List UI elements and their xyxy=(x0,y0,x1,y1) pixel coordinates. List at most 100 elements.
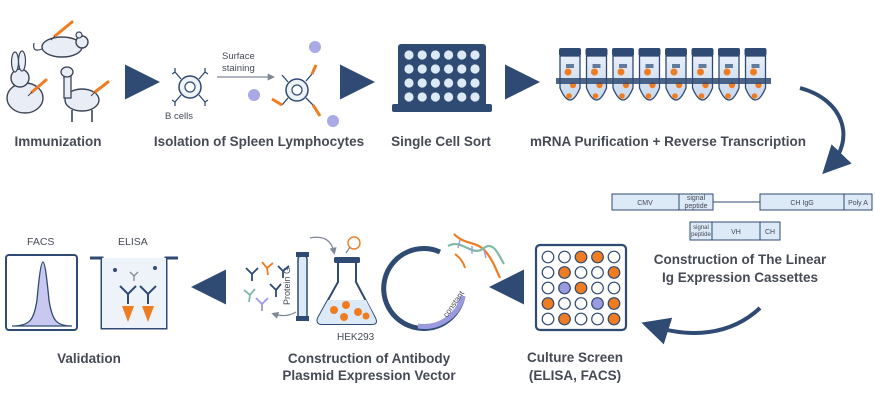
plate-well xyxy=(430,92,440,102)
culture-screen-label-2: (ELISA, FACS) xyxy=(529,368,621,383)
culture-well xyxy=(591,297,604,310)
signal-label-2: signal xyxy=(693,225,709,231)
plate-well xyxy=(470,50,480,60)
elisa-well-icon xyxy=(90,256,178,330)
peptide-label-2: peptide xyxy=(691,232,711,238)
culture-well xyxy=(591,266,604,279)
plate-well xyxy=(404,64,414,74)
immunization-label: Immunization xyxy=(15,134,102,149)
facs-histogram-icon xyxy=(5,254,78,331)
plate-well xyxy=(444,78,454,88)
culture-screen-label-1: Culture Screen xyxy=(527,350,623,365)
culture-well xyxy=(541,266,555,279)
culture-well xyxy=(574,266,588,279)
96-well-plate-icon xyxy=(392,44,492,112)
culture-well xyxy=(558,312,571,326)
linear-cassette-label-2: Ig Expression Cassettes xyxy=(662,270,818,285)
plate-well xyxy=(444,92,454,102)
validation-label: Validation xyxy=(57,351,121,366)
culture-well xyxy=(607,266,621,279)
dna-strand-icon xyxy=(447,233,505,279)
immunization-illustration xyxy=(6,20,110,122)
stained-b-cell-icon xyxy=(248,41,339,127)
plate-well xyxy=(417,78,427,88)
cmv-label: CMV xyxy=(637,200,653,207)
ch-igg-label: CH IgG xyxy=(790,200,813,207)
b-cell-icon xyxy=(171,68,209,106)
culture-well xyxy=(541,312,555,326)
plate-well xyxy=(430,50,440,60)
plate-well xyxy=(417,64,427,74)
pcr-tube xyxy=(585,48,608,101)
protein-g-label: Protein G xyxy=(282,267,292,305)
peptide-label: peptide xyxy=(685,203,708,210)
culture-well xyxy=(541,281,555,295)
plate-well xyxy=(404,78,414,88)
llama-icon xyxy=(60,66,110,122)
vh-label: VH xyxy=(731,229,741,236)
plate-well xyxy=(417,50,427,60)
mouse-icon xyxy=(33,20,89,58)
pcr-tube-strip-icon xyxy=(556,48,771,101)
elisa-label: ELISA xyxy=(118,236,148,248)
plate-well xyxy=(457,50,467,60)
plate-well xyxy=(444,50,454,60)
facs-label: FACS xyxy=(27,236,54,248)
culture-well xyxy=(607,250,621,264)
plasmid-label-1: Construction of Antibody xyxy=(288,351,451,366)
culture-well xyxy=(558,266,571,279)
tube-strip-bar xyxy=(556,78,771,84)
plasmid-label-2: Plasmid Expression Vector xyxy=(282,368,456,383)
single-cell-sort-label: Single Cell Sort xyxy=(391,134,491,149)
curved-arrow-down xyxy=(799,86,852,175)
plate-well xyxy=(404,50,414,60)
isolation-label: Isolation of Spleen Lymphocytes xyxy=(154,134,364,149)
culture-well xyxy=(558,281,571,295)
antibody-cluster-icon xyxy=(243,261,290,311)
culture-well xyxy=(574,281,588,295)
ch-label: CH xyxy=(765,229,775,236)
culture-well xyxy=(607,312,621,326)
staining-label: staining xyxy=(222,63,255,74)
pcr-tube xyxy=(612,48,634,101)
mrna-label: mRNA Purification + Reverse Transcriptio… xyxy=(530,134,806,149)
curved-arrow-left xyxy=(641,306,762,345)
surface-label: Surface xyxy=(222,51,255,62)
light-chain-cassette: signal peptide VH CH xyxy=(689,221,781,241)
pcr-tube xyxy=(665,48,687,101)
rabbit-icon xyxy=(6,50,48,114)
poly-a-label: Poly A xyxy=(848,200,868,207)
culture-well xyxy=(591,312,604,326)
pcr-tube xyxy=(691,48,714,101)
culture-well xyxy=(574,250,588,264)
culture-well xyxy=(541,297,555,310)
protein-g-column-icon xyxy=(271,236,337,321)
plate-well xyxy=(470,92,480,102)
plate-well xyxy=(444,64,454,74)
heavy-chain-cassette: CMV signal peptide CH IgG Poly A xyxy=(611,193,873,211)
signal-label: signal xyxy=(687,195,706,202)
pcr-tube xyxy=(638,48,661,101)
plate-well xyxy=(457,64,467,74)
hek293-label: HEK293 xyxy=(337,332,375,343)
linear-cassette-label-1: Construction of The Linear xyxy=(654,252,827,267)
plate-well xyxy=(470,78,480,88)
culture-well xyxy=(558,250,571,264)
plate-well xyxy=(457,78,467,88)
b-cells-label: B cells xyxy=(165,111,193,122)
pcr-tube xyxy=(718,48,740,101)
plate-well xyxy=(470,64,480,74)
plate-well xyxy=(404,92,414,102)
pcr-tube xyxy=(744,48,767,101)
hek293-flask-icon xyxy=(316,236,377,325)
culture-well xyxy=(591,250,604,264)
pcr-tube xyxy=(559,48,581,101)
culture-well xyxy=(574,312,588,326)
culture-well xyxy=(607,281,621,295)
plate-well xyxy=(430,78,440,88)
plate-well xyxy=(417,92,427,102)
plate-well xyxy=(457,92,467,102)
culture-well xyxy=(558,297,571,310)
culture-well xyxy=(591,281,604,295)
